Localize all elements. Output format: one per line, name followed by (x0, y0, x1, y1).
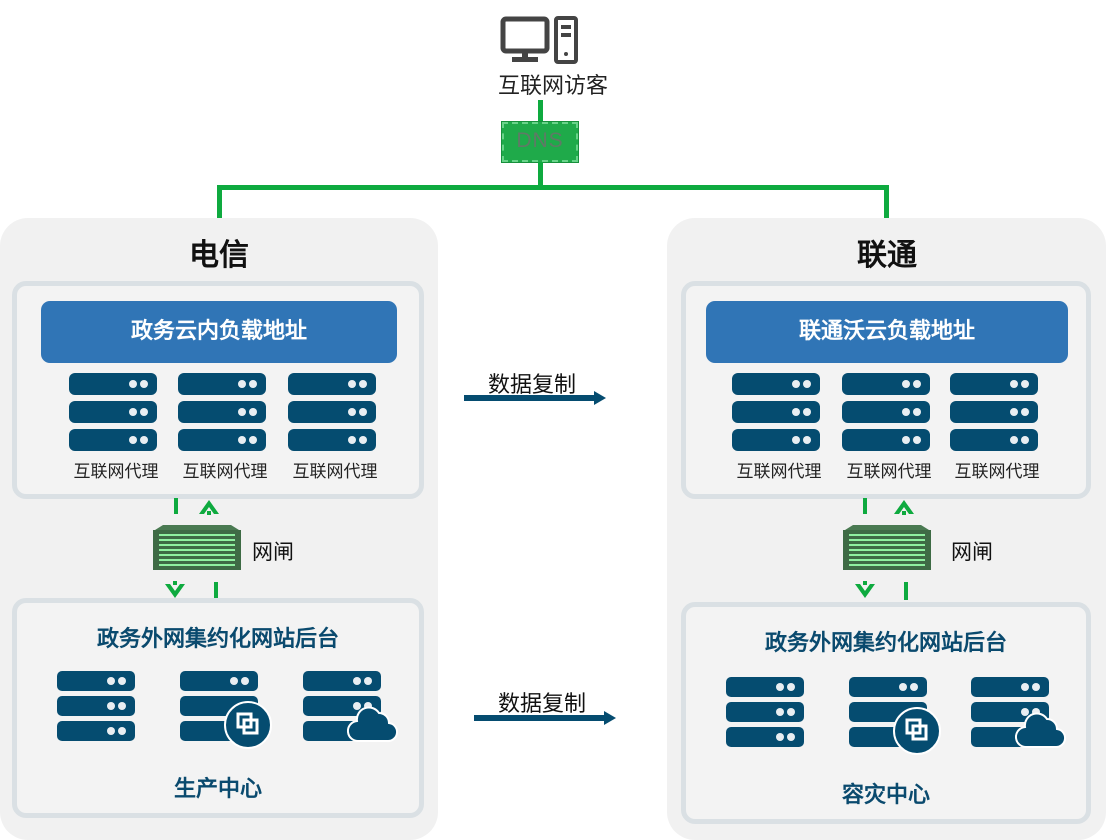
proxy-server: 互联网代理 (950, 373, 1046, 482)
proxy-server: 互联网代理 (69, 373, 165, 482)
backend-panel: 政务外网集约化网站后台 生产中心 (12, 598, 424, 818)
load-balancer-address: 联通沃云负载地址 (706, 301, 1068, 363)
backend-panel: 政务外网集约化网站后台 容灾中心 (681, 602, 1091, 824)
gateway-label: 网闸 (951, 540, 993, 564)
server-rack-icon (950, 401, 1038, 423)
server-rack-icon (69, 429, 157, 451)
server-rack-icon (842, 373, 930, 395)
server-rack-icon (178, 401, 266, 423)
server-rack-icon (726, 677, 806, 751)
server-rack-icon (57, 671, 137, 745)
proxy-label: 互联网代理 (73, 462, 159, 482)
region-unicom: 联通 联通沃云负载地址 互联网代理 互联网代理 互联网代理 (667, 218, 1106, 840)
disaster-recovery-center-label: 容灾中心 (841, 783, 930, 808)
region-telecom: 电信 政务云内负载地址 互联网代理 互联网代理 互联网代理 (0, 218, 438, 840)
replication-label: 数据复制 (488, 373, 577, 398)
proxy-label: 互联网代理 (954, 462, 1040, 482)
replication-label: 数据复制 (498, 692, 587, 717)
cloud-icon (347, 706, 398, 743)
desktop-computer-icon (500, 16, 580, 64)
proxy-label: 互联网代理 (292, 462, 378, 482)
network-gateway-icon (153, 524, 241, 570)
proxy-server: 互联网代理 (288, 373, 384, 482)
replication-arrow (464, 391, 606, 405)
server-rack-icon (288, 373, 376, 395)
dns-to-telecom-link (217, 185, 222, 219)
proxy-server: 互联网代理 (842, 373, 938, 482)
server-rack-icon (69, 373, 157, 395)
server-rack-icon (732, 401, 820, 423)
server-rack-icon (842, 429, 930, 451)
proxy-panel: 联通沃云负载地址 互联网代理 互联网代理 互联网代理 (681, 281, 1091, 499)
proxy-server: 互联网代理 (732, 373, 828, 482)
proxy-label: 互联网代理 (182, 462, 268, 482)
copy-icon (893, 707, 941, 755)
dns-split-link (217, 185, 889, 190)
dns-node: DNS (501, 121, 579, 163)
network-gateway-icon (843, 524, 931, 570)
server-rack-icon (842, 401, 930, 423)
server-rack-icon (69, 401, 157, 423)
visitor-to-dns-link (538, 100, 543, 124)
region-title: 联通 (857, 238, 917, 273)
gateway-label: 网闸 (252, 540, 294, 564)
internet-visitor-label: 互联网访客 (497, 74, 608, 99)
production-center-label: 生产中心 (173, 777, 262, 802)
gateway-link-arrows (855, 498, 914, 600)
server-rack-icon (178, 429, 266, 451)
server-rack-icon (288, 401, 376, 423)
region-title: 电信 (189, 238, 249, 273)
server-rack-icon (950, 373, 1038, 395)
proxy-server: 互联网代理 (178, 373, 274, 482)
server-rack-icon (288, 429, 376, 451)
server-rack-icon (178, 373, 266, 395)
replication-arrow (474, 711, 616, 725)
backend-title: 政务外网集约化网站后台 (96, 627, 339, 652)
server-rack-icon (732, 373, 820, 395)
proxy-panel: 政务云内负载地址 互联网代理 互联网代理 互联网代理 (12, 281, 424, 499)
load-balancer-address: 政务云内负载地址 (41, 301, 397, 363)
gateway-link-arrows (165, 498, 219, 600)
cloud-icon (1015, 712, 1066, 749)
server-copy-icon (180, 671, 272, 749)
backend-title: 政务外网集约化网站后台 (764, 631, 1007, 656)
server-cloud-icon (303, 671, 398, 745)
server-copy-icon (849, 677, 941, 755)
dns-trunk-link (538, 162, 543, 188)
copy-icon (224, 701, 272, 749)
server-rack-icon (732, 429, 820, 451)
server-cloud-icon (971, 677, 1066, 751)
server-rack-icon (950, 429, 1038, 451)
proxy-label: 互联网代理 (846, 462, 932, 482)
dns-to-unicom-link (884, 185, 889, 219)
proxy-label: 互联网代理 (736, 462, 822, 482)
